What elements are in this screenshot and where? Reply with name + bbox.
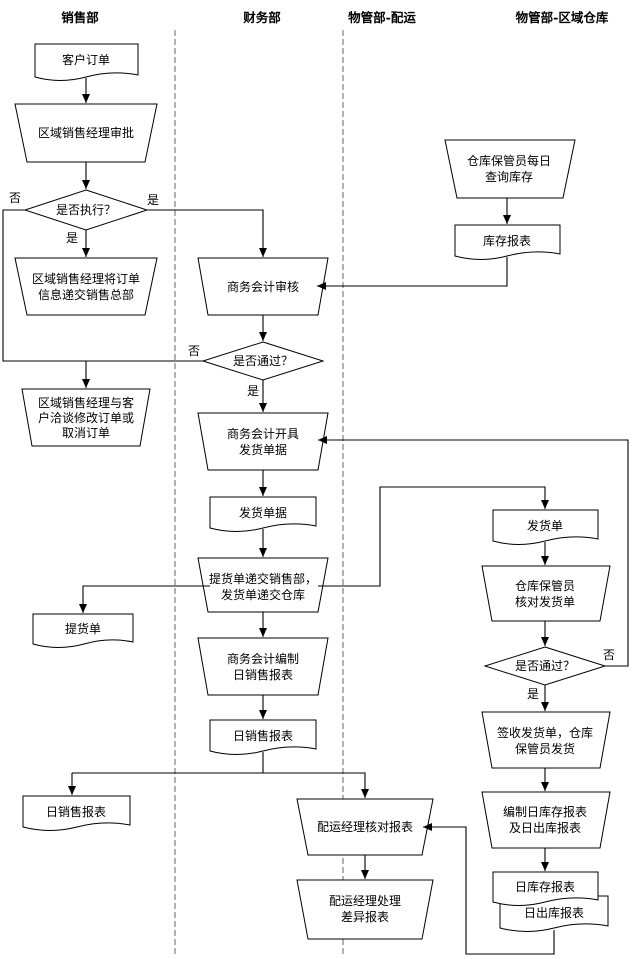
node-daily-sales-report-finance: 日销售报表 [209, 719, 317, 755]
svg-text:区域销售经理审批: 区域销售经理审批 [38, 125, 134, 140]
svg-text:日销售报表: 日销售报表 [233, 667, 293, 682]
svg-text:发货单递交仓库: 发货单递交仓库 [221, 587, 305, 602]
svg-text:签收发货单，仓库: 签收发货单，仓库 [497, 725, 593, 740]
svg-text:商务会计编制: 商务会计编制 [227, 651, 299, 666]
svg-text:发货单据: 发货单据 [239, 505, 287, 520]
svg-text:信息递交销售总部: 信息递交销售总部 [38, 287, 134, 302]
node-sign-and-ship: 签收发货单，仓库 保管员发货 [481, 711, 611, 769]
svg-text:区域销售经理将订单: 区域销售经理将订单 [32, 271, 140, 286]
label-yes-pass1: 是 [247, 384, 259, 398]
svg-text:提货单: 提货单 [65, 621, 101, 636]
svg-text:库存报表: 库存报表 [483, 233, 531, 248]
svg-text:商务会计开具: 商务会计开具 [227, 426, 299, 441]
svg-text:发货单: 发货单 [527, 518, 563, 533]
node-submit-to-hq: 区域销售经理将订单 信息递交销售总部 [14, 257, 158, 316]
node-dispatch-manager-check: 配运经理核对报表 [296, 798, 434, 856]
lane-header-sales: 销售部 [61, 10, 99, 25]
node-delivery-note: 发货单 [492, 509, 599, 545]
svg-text:编制日库存报表: 编制日库存报表 [503, 804, 587, 819]
svg-text:商务会计审核: 商务会计审核 [227, 279, 299, 294]
node-keeper-daily-query: 仓库保管员每日 查询库存 [444, 139, 576, 199]
lane-header-logistics-dispatch: 物管部-配运 [348, 10, 416, 25]
svg-text:保管员发货: 保管员发货 [515, 741, 575, 756]
node-stock-report: 库存报表 [454, 224, 561, 260]
svg-text:配运经理处理: 配运经理处理 [329, 894, 401, 908]
node-compile-stock-reports: 编制日库存报表 及日出库报表 [481, 791, 611, 849]
label-no-pass1: 否 [188, 344, 200, 358]
node-negotiate-modify-cancel: 区域销售经理与客 户洽谈修改订单或 取消订单 [21, 388, 151, 447]
svg-text:是否通过？: 是否通过？ [233, 354, 293, 368]
svg-text:日销售报表: 日销售报表 [233, 728, 293, 743]
decision-execute: 是否执行？ [23, 189, 149, 231]
decision-pass-2: 是否通过？ [483, 646, 607, 686]
node-keeper-check-delivery: 仓库保管员 核对发货单 [481, 565, 611, 622]
svg-text:取消订单: 取消订单 [62, 426, 110, 440]
connectors [2, 78, 629, 955]
node-daily-stock-report: 日库存报表 [492, 871, 599, 906]
label-yes-pass2: 是 [527, 687, 539, 701]
svg-text:是否执行？: 是否执行？ [56, 203, 116, 217]
svg-text:发货单据: 发货单据 [239, 442, 287, 457]
label-yes-submit: 是 [66, 231, 78, 245]
svg-text:核对发货单: 核对发货单 [515, 594, 575, 609]
label-no-execute: 否 [9, 191, 21, 205]
svg-text:仓库保管员每日: 仓库保管员每日 [467, 153, 551, 168]
svg-text:日库存报表: 日库存报表 [515, 879, 575, 894]
svg-text:仓库保管员: 仓库保管员 [515, 578, 575, 593]
svg-text:日出库报表: 日出库报表 [524, 905, 584, 920]
svg-text:差异报表: 差异报表 [341, 909, 389, 924]
node-shipping-docs: 发货单据 [209, 496, 317, 532]
label-yes-execute: 是 [147, 193, 159, 207]
node-pickup-note: 提货单 [32, 613, 134, 648]
svg-text:户洽谈修改订单或: 户洽谈修改订单或 [38, 410, 134, 425]
node-dispatch-manager-handle: 配运经理处理 差异报表 [296, 879, 434, 940]
svg-text:日销售报表: 日销售报表 [46, 804, 106, 819]
node-customer-order: 客户订单 [34, 43, 139, 81]
svg-text:是否通过？: 是否通过？ [515, 659, 575, 673]
node-compile-daily-sales: 商务会计编制 日销售报表 [197, 637, 329, 696]
lane-header-finance: 财务部 [242, 10, 281, 25]
svg-text:查询库存: 查询库存 [485, 169, 533, 184]
node-business-accountant-review: 商务会计审核 [197, 257, 329, 316]
svg-text:区域销售经理与客: 区域销售经理与客 [38, 395, 134, 410]
lane-header-regional-warehouse: 物管部-区域仓库 [516, 10, 609, 25]
svg-text:客户订单: 客户订单 [62, 52, 110, 67]
svg-text:配运经理核对报表: 配运经理核对报表 [317, 819, 413, 834]
label-no-pass2: 否 [603, 648, 615, 662]
decision-pass-1: 是否通过？ [201, 341, 325, 381]
svg-text:及日出库报表: 及日出库报表 [509, 820, 581, 835]
svg-text:提货单递交销售部，: 提货单递交销售部， [209, 571, 317, 586]
node-daily-sales-report-sales: 日销售报表 [22, 795, 131, 831]
node-issue-shipping-docs: 商务会计开具 发货单据 [197, 412, 329, 471]
node-submit-pickup-and-delivery: 提货单递交销售部， 发货单递交仓库 [197, 557, 329, 613]
node-regional-manager-approval: 区域销售经理审批 [14, 103, 158, 163]
